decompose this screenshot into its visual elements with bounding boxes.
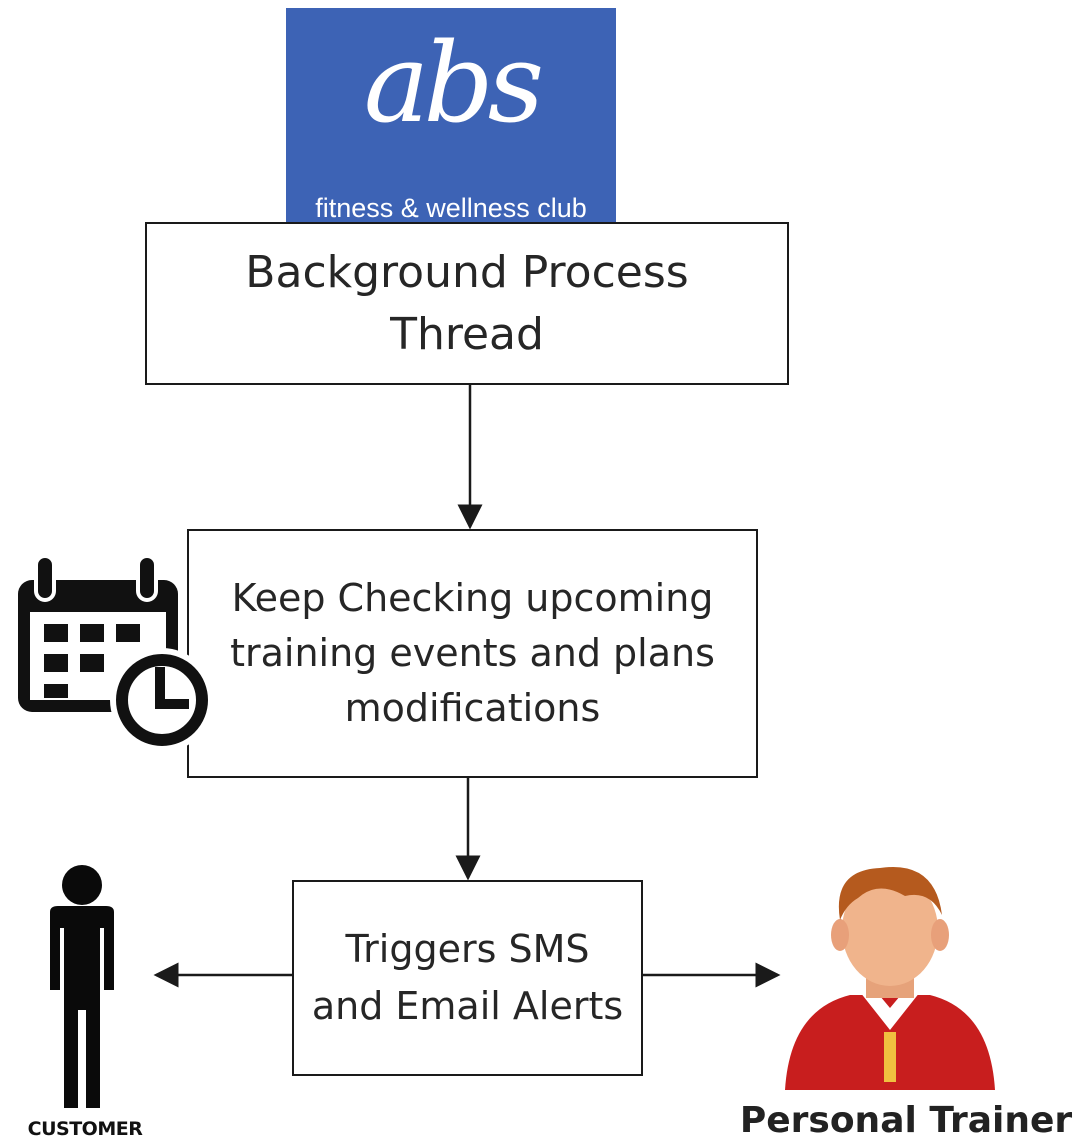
keep-checking-box: Keep Checking upcoming training events a…	[187, 529, 758, 778]
person-icon	[50, 865, 114, 1108]
trainer-avatar-icon	[785, 866, 995, 1090]
background-process-label: Background Process Thread	[245, 246, 689, 360]
triggers-alerts-box: Triggers SMS and Email Alerts	[292, 880, 643, 1076]
triggers-alerts-label: Triggers SMS and Email Alerts	[311, 927, 624, 1028]
keep-checking-label: Keep Checking upcoming training events a…	[230, 575, 715, 731]
calendar-clock-icon	[18, 554, 214, 752]
background-process-box: Background Process Thread	[145, 222, 789, 385]
personal-trainer-label: Personal Trainer	[739, 1100, 1073, 1141]
abs-logo: abs fitness & wellness club	[286, 8, 616, 226]
customer-label: CUSTOMER	[27, 1118, 143, 1140]
logo-mark: abs	[363, 19, 544, 147]
logo-tagline: fitness & wellness club	[315, 193, 587, 224]
